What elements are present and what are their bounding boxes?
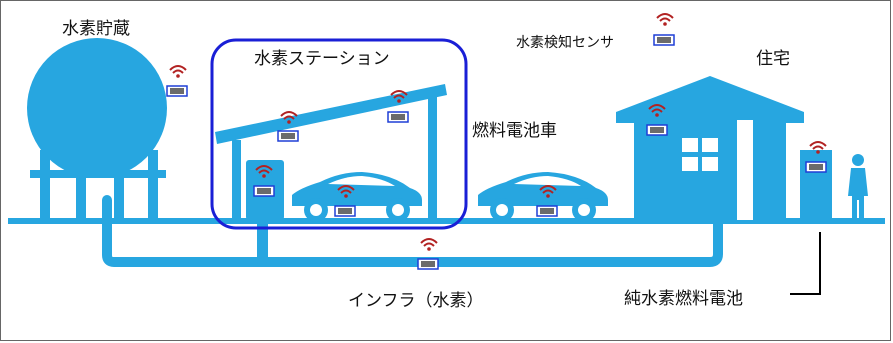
sensor-device-icon — [653, 34, 675, 46]
sensor-storage — [166, 65, 188, 97]
fcv-car-station — [292, 172, 422, 222]
pure-fuel-cell-unit — [800, 150, 832, 220]
sensor-device-icon — [646, 124, 668, 136]
house — [616, 76, 804, 220]
wifi-icon — [656, 13, 674, 27]
label-hydrogen-sensor: 水素検知センサ — [516, 35, 614, 51]
person-icon — [848, 154, 868, 222]
sensor-legend — [653, 13, 675, 46]
label-hydrogen-storage: 水素貯蔵 — [62, 19, 130, 39]
wifi-icon — [420, 238, 438, 252]
label-fuel-cell-vehicle: 燃料電池車 — [472, 121, 557, 141]
hydrogen-storage-tank — [27, 38, 167, 218]
label-pure-hydrogen-fuel-cell: 純水素燃料電池 — [624, 289, 743, 309]
wifi-icon — [169, 65, 187, 79]
sensor-device-icon — [334, 205, 356, 217]
label-house: 住宅 — [756, 49, 790, 69]
ground-line — [8, 218, 885, 224]
sensor-device-icon — [277, 130, 299, 142]
sensor-device-icon — [536, 205, 558, 217]
hydrogen-station-outline — [210, 38, 468, 230]
sensor-pipeline — [417, 238, 439, 270]
sensor-device-icon — [387, 111, 409, 123]
label-infrastructure-hydrogen: インフラ（水素） — [348, 291, 484, 311]
sensor-device-icon — [253, 185, 275, 197]
pure-fuel-cell-leader-line — [790, 232, 821, 295]
sensor-device-icon — [166, 85, 188, 97]
sensor-device-icon — [805, 161, 827, 173]
fcv-car-road — [478, 172, 608, 222]
label-hydrogen-station: 水素ステーション — [254, 49, 390, 69]
infrastructure-pipeline — [102, 195, 723, 267]
station-structure — [215, 84, 447, 260]
sensor-device-icon — [417, 258, 439, 270]
